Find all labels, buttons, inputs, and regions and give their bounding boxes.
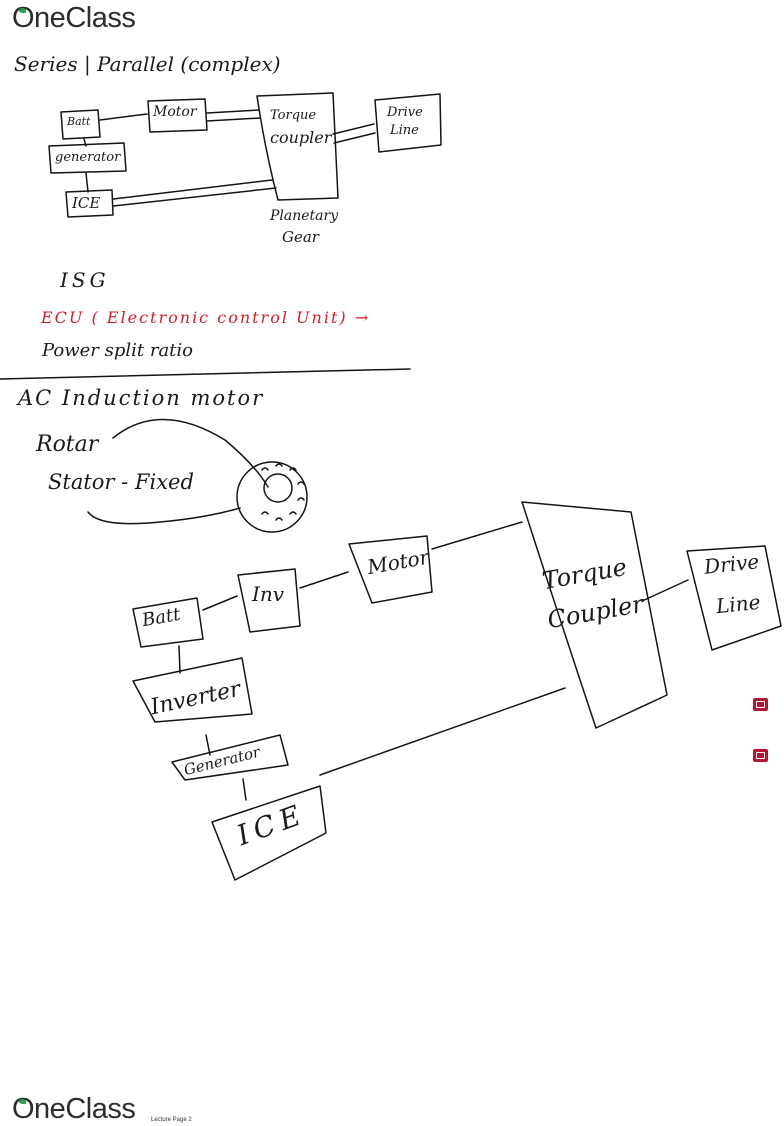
label-ice-top: ICE — [72, 194, 100, 212]
heading-ac-induction-motor: AC Induction motor — [18, 386, 264, 410]
page-label: Lecture Page 2 — [151, 1117, 192, 1123]
label-torque-top-1: Torque — [270, 108, 316, 123]
note-ecu: ECU ( Electronic control Unit) → — [41, 308, 370, 327]
label-inv-bottom: Inv — [252, 582, 284, 606]
label-rotor: Rotar — [36, 432, 98, 457]
label-planetary-2: Gear — [282, 228, 319, 246]
oneclass-logo-bottom: OneClass — [12, 1093, 135, 1126]
motor-outer-circle — [237, 462, 307, 532]
label-generator-top: generator — [55, 150, 120, 165]
label-drive-top-1: Drive — [387, 105, 423, 120]
label-drive-bottom-2: Line — [715, 590, 762, 619]
label-torque-top-2: coupler — [270, 128, 331, 147]
label-batt-top: Batt — [67, 115, 90, 128]
note-power-split: Power split ratio — [42, 340, 193, 361]
camera-icon[interactable] — [753, 698, 768, 711]
label-motor-top: Motor — [153, 104, 197, 120]
heading-series-parallel: Series | Parallel (complex) — [14, 52, 281, 76]
label-drive-top-2: Line — [390, 123, 419, 138]
stator-pointer — [88, 508, 240, 524]
label-stator: Stator - Fixed — [48, 470, 194, 494]
note-isg: ISG — [60, 268, 110, 292]
label-planetary-1: Planetary — [270, 208, 338, 224]
motor-rotor-circle — [264, 474, 292, 502]
camera-icon[interactable] — [753, 749, 768, 762]
leaf-icon — [19, 1099, 26, 1104]
section-divider — [0, 369, 410, 379]
logo-text: OneClass — [12, 1093, 135, 1125]
